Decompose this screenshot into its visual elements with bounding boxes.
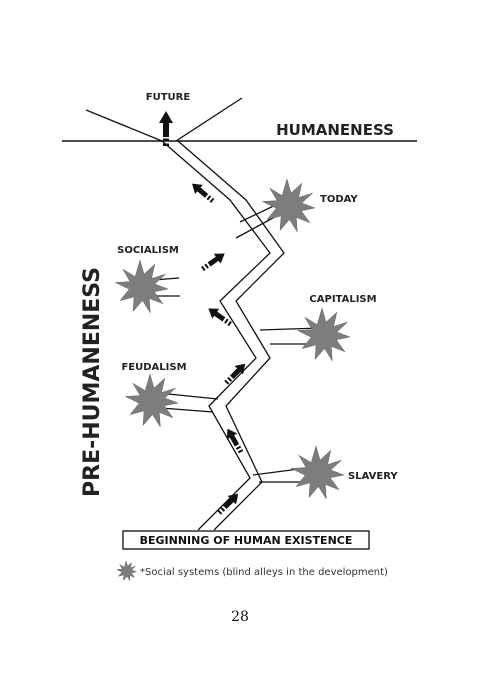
- label-future: FUTURE: [146, 92, 191, 103]
- star-feudalism: [124, 373, 179, 428]
- road-right-edge: [177, 140, 285, 531]
- star-socialism: [114, 259, 169, 314]
- footnote-text: *Social systems (blind alleys in the dev…: [140, 567, 388, 578]
- future-line-left: [85, 109, 163, 142]
- arrow-icon-6: [192, 183, 215, 203]
- road-left-edge: [161, 140, 271, 531]
- arrow-icon-3: [224, 363, 246, 385]
- beginning-box: [122, 530, 370, 550]
- label-beginning: BEGINNING OF HUMAN EXISTENCE: [140, 534, 353, 547]
- star-slavery: [290, 445, 345, 500]
- star-capitalism: [296, 307, 351, 362]
- label-socialism: SOCIALISM: [117, 245, 179, 256]
- label-today: TODAY: [320, 194, 358, 205]
- star-today: [261, 178, 316, 233]
- arrow-icon-4: [208, 308, 232, 327]
- page-number: 28: [231, 609, 249, 625]
- footnote-star-icon: [115, 560, 138, 582]
- label-pre-humaneness: PRE-HUMANENESS: [80, 267, 105, 497]
- label-feudalism: FEUDALISM: [121, 362, 186, 373]
- label-humaneness: HUMANENESS: [276, 121, 394, 139]
- arrow-icon-5: [201, 253, 225, 272]
- arrow-icon-2: [226, 428, 244, 454]
- arrow-icon-1: [217, 493, 239, 515]
- label-slavery: SLAVERY: [348, 471, 398, 482]
- future-line-right: [175, 97, 243, 142]
- label-capitalism: CAPITALISM: [309, 294, 376, 305]
- future-arrow-icon: [159, 111, 173, 146]
